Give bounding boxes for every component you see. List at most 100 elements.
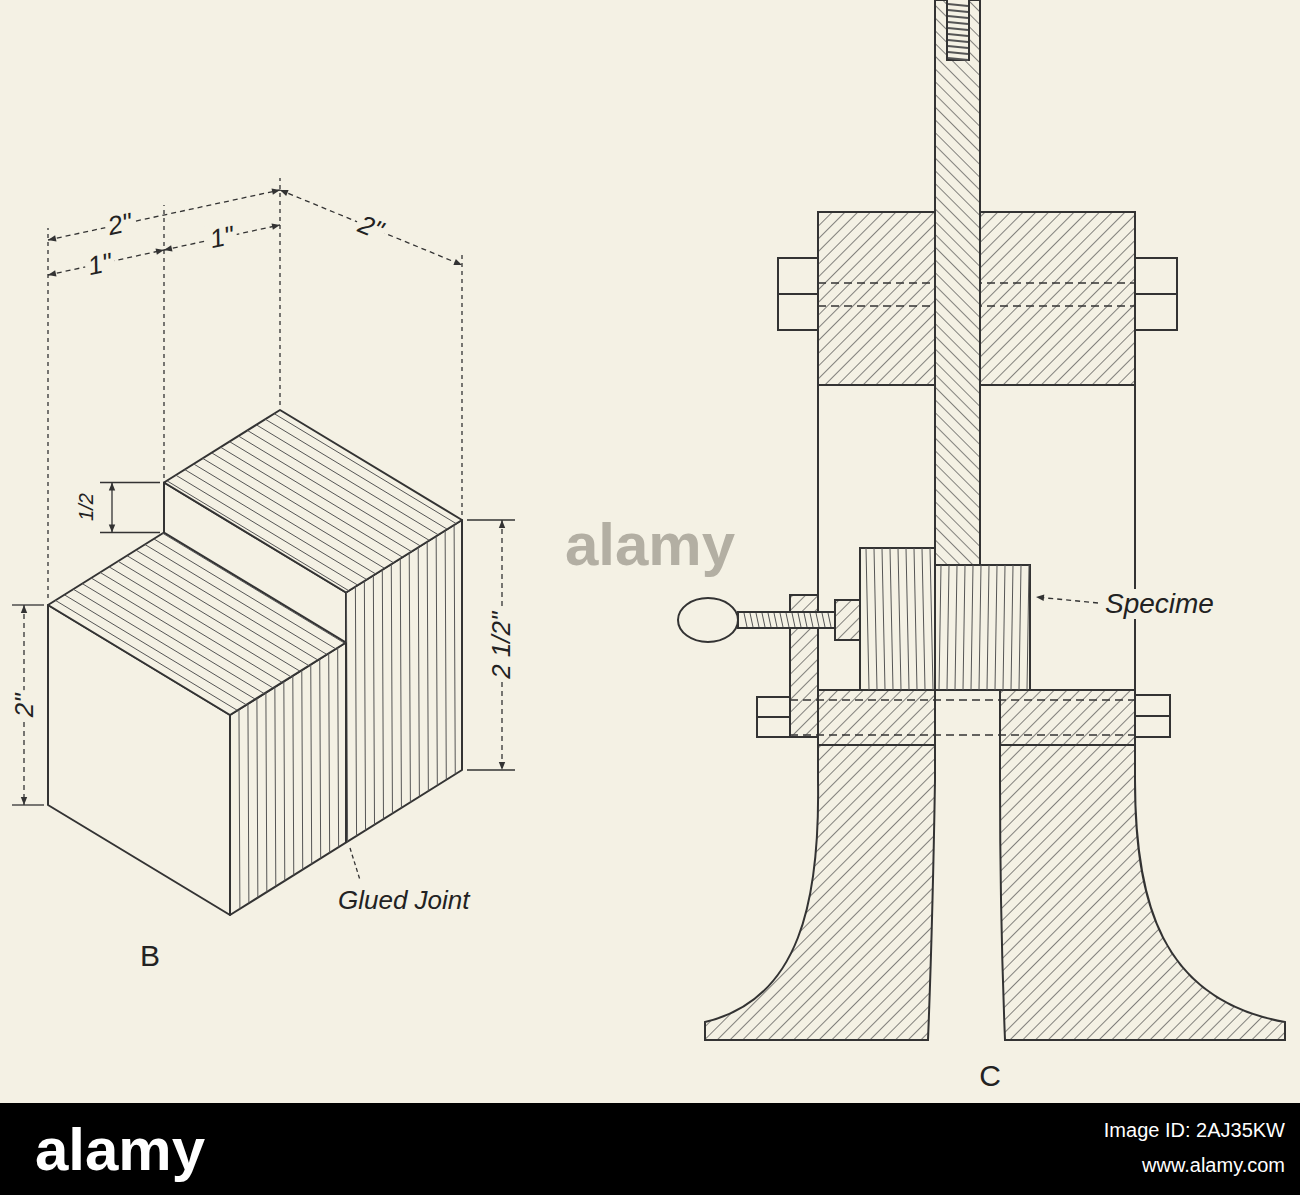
grain-line (346, 500, 348, 930)
lower-plate (1000, 690, 1135, 745)
grain-specimen (939, 565, 1029, 690)
grain-line (1019, 565, 1021, 690)
grain-line (0, 239, 570, 626)
thread-line (948, 4, 968, 6)
grain-line (418, 500, 420, 930)
grain-line (436, 500, 438, 930)
grain-line (445, 500, 447, 930)
grain-line (0, 569, 570, 956)
screw-knob (678, 598, 738, 642)
plunger-rod (935, 0, 980, 565)
thread-line (780, 613, 783, 627)
plunger-rod (935, 0, 980, 565)
thread-line (756, 613, 759, 627)
grain-line (427, 500, 429, 930)
wood-grain (744, 4, 1029, 690)
grain-line (0, 580, 570, 967)
dimension-line (111, 483, 112, 533)
bolt-head (1135, 258, 1177, 330)
grain-line (0, 437, 570, 824)
lower-plate (818, 690, 935, 745)
shear-fixture (678, 0, 1285, 1040)
extension-line (12, 604, 44, 605)
bolt-head (778, 258, 818, 330)
thread-line (792, 613, 795, 627)
part-label: Glued Joint (335, 886, 473, 915)
bolt-head (1135, 293, 1177, 295)
grain-line (890, 548, 893, 690)
grain-line (0, 316, 570, 703)
grain-line (265, 500, 267, 930)
thread-line (948, 16, 968, 18)
thread-line (948, 40, 968, 42)
grain-line (0, 591, 570, 978)
thread-line (948, 52, 968, 54)
grain-line (947, 565, 949, 690)
grain-line (0, 294, 570, 681)
dimension-label: 1" (82, 247, 117, 281)
extension-line (163, 205, 164, 478)
grain-line (0, 305, 570, 692)
grain-line (337, 500, 339, 930)
part-label: Specime (1102, 589, 1217, 620)
grain-line (247, 500, 249, 930)
extension-line (100, 482, 160, 483)
dimension-label: 1/2 (75, 490, 97, 524)
wood-grain (0, 107, 570, 1011)
bolt-head (778, 293, 818, 295)
grain-line (0, 272, 570, 659)
banner-band (0, 1103, 1300, 1195)
bolt-head (757, 697, 790, 737)
image-id: Image ID: 2AJ35KW (1104, 1119, 1285, 1141)
thread-line (948, 58, 968, 60)
grain-right-face (238, 500, 456, 930)
dimension-label: 2" (352, 208, 390, 246)
grain-line (963, 565, 965, 690)
extension-line (100, 532, 160, 533)
figure-letter: B (140, 939, 160, 972)
grain-line (382, 500, 384, 930)
grain-line (0, 558, 570, 945)
thread-line (828, 613, 831, 627)
grain-line (0, 283, 570, 670)
extension-line (467, 769, 515, 770)
grain-line (0, 382, 570, 769)
grain-line (0, 338, 570, 725)
grain-line (0, 470, 570, 857)
grain-line (373, 500, 375, 930)
thread-line (948, 34, 968, 36)
extension-line (47, 228, 48, 598)
grain-line (319, 500, 321, 930)
figure-letter: C (979, 1059, 1001, 1092)
grain-line (0, 503, 570, 890)
frame-side (1134, 385, 1136, 690)
grain-line (391, 500, 393, 930)
grain-line (0, 195, 570, 582)
grain-line (874, 548, 877, 690)
grain-line (364, 500, 366, 930)
grain-line (0, 481, 570, 868)
grain-line (930, 548, 933, 690)
specimen-piece (935, 565, 1030, 690)
grain-line (0, 140, 570, 527)
grain-line (274, 500, 276, 930)
grain-line (0, 206, 570, 593)
grain-line (1011, 565, 1013, 690)
dimension-label: 1" (204, 220, 239, 254)
grain-line (0, 250, 570, 637)
grain-line (0, 536, 570, 923)
grain-line (0, 547, 570, 934)
grain-line (995, 565, 997, 690)
specimen-block (48, 410, 462, 915)
grain-top-face (0, 107, 570, 1011)
grain-line (0, 371, 570, 758)
grain-line (0, 624, 570, 1011)
grain-line (0, 107, 570, 494)
grain-line (898, 548, 901, 690)
grain-line (301, 500, 303, 930)
glued-joint-line (345, 643, 347, 843)
grain-line (0, 492, 570, 879)
grain-line (0, 228, 570, 615)
grain-line (0, 514, 570, 901)
